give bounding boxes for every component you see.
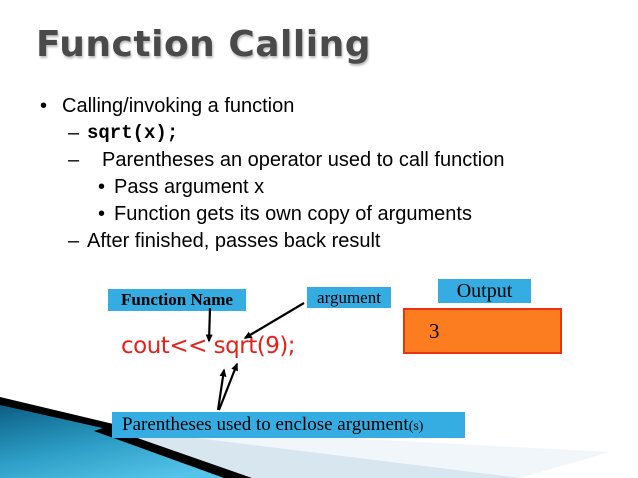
output-value-box: 3 (403, 308, 562, 354)
arrow-caption-to-open-paren (216, 368, 227, 411)
function-name-label: Function Name (108, 289, 246, 311)
bullet-marker: • (40, 95, 48, 117)
dash-marker: – (68, 149, 80, 171)
code-statement: cout<< sqrt(9); (121, 333, 296, 359)
list-item: • Function gets its own copy of argument… (0, 201, 610, 228)
bullet-marker: • (98, 203, 106, 225)
list-item: • Calling/invoking a function (0, 93, 610, 120)
list-item-text: Function gets its own copy of arguments (114, 203, 472, 225)
list-item: • Pass argument x (0, 174, 610, 201)
bullet-list: • Calling/invoking a function – sqrt(x);… (0, 93, 610, 255)
dash-marker: – (68, 230, 80, 252)
list-item-text: Parentheses an operator used to call fun… (102, 149, 505, 171)
list-item: – sqrt(x); (0, 120, 610, 147)
dash-marker: – (68, 122, 80, 144)
list-item-text: Pass argument x (114, 176, 265, 198)
list-item: – Parentheses an operator used to call f… (0, 147, 610, 174)
argument-label: argument (307, 287, 391, 308)
black-stripe-upper (0, 397, 126, 431)
list-item: – After finished, passes back result (0, 228, 610, 255)
output-label: Output (438, 279, 531, 303)
bullet-marker: • (98, 176, 106, 198)
parentheses-caption: Parentheses used to enclose argument(s) (112, 412, 465, 438)
list-item-text: After finished, passes back result (87, 230, 381, 252)
code-list-item-text: sqrt(x); (87, 122, 179, 144)
slide-title: Function Calling (36, 24, 371, 65)
caption-text: Parentheses used to enclose argument (122, 414, 409, 435)
arrow-caption-to-close-paren (217, 362, 239, 411)
caption-text-small: (s) (408, 419, 424, 434)
output-value: 3 (429, 319, 440, 343)
list-item-text: Calling/invoking a function (62, 95, 295, 117)
